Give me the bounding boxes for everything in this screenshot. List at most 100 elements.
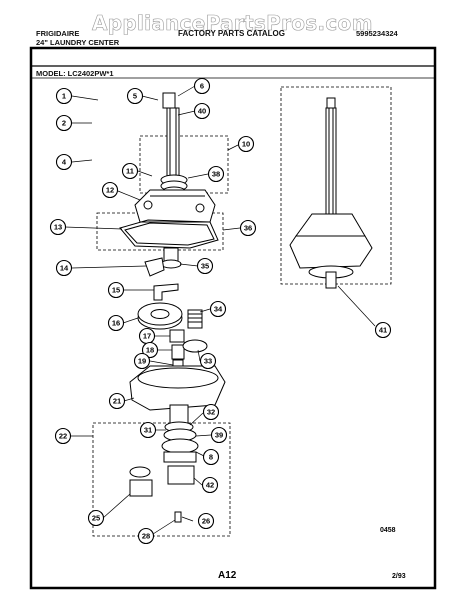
footer-page: A12	[218, 570, 237, 581]
callout-circle	[108, 392, 126, 410]
callout-number: 15	[112, 286, 120, 295]
callout-38: 38	[207, 165, 225, 183]
callout-10: 10	[237, 135, 255, 153]
watermark: AppliancePartsPros.com	[92, 11, 373, 36]
callout-number: 36	[244, 224, 252, 233]
callout-number: 19	[138, 357, 146, 366]
callout-22: 22	[54, 427, 72, 445]
callout-number: 39	[215, 431, 223, 440]
callout-circle	[55, 259, 73, 277]
callout-number: 8	[209, 453, 213, 462]
brand-label: FRIGIDAIRE	[36, 29, 80, 38]
callout-number: 25	[92, 514, 100, 523]
callout-circle	[141, 341, 159, 359]
callout-number: 12	[106, 186, 114, 195]
callout-number: 42	[206, 481, 214, 490]
callout-circle	[107, 314, 125, 332]
footer-date: 2/93	[392, 573, 406, 580]
callout-circle	[107, 281, 125, 299]
callout-number: 33	[204, 357, 212, 366]
callout-circle	[201, 476, 219, 494]
callout-number: 4	[62, 158, 67, 167]
callout-number: 10	[242, 140, 250, 149]
callout-19: 19	[133, 352, 151, 370]
group-box-10	[139, 135, 229, 194]
callout-circle	[237, 135, 255, 153]
callout-6: 6	[193, 77, 211, 95]
catalog-title: FACTORY PARTS CATALOG	[178, 29, 285, 38]
callout-circle	[87, 509, 105, 527]
callout-circle	[193, 102, 211, 120]
callout-40: 40	[193, 102, 211, 120]
model-label: MODEL: LC2402PW*1	[36, 69, 114, 78]
callout-number: 17	[143, 332, 151, 341]
callout-circle	[210, 426, 228, 444]
callout-5: 5	[126, 87, 144, 105]
callout-13: 13	[49, 218, 67, 236]
callout-circle	[209, 300, 227, 318]
callout-number: 38	[212, 170, 220, 179]
callout-number: 28	[142, 532, 150, 541]
callout-28: 28	[137, 527, 155, 545]
callout-2: 2	[55, 114, 73, 132]
callout-number: 11	[126, 167, 134, 176]
callout-circle	[196, 257, 214, 275]
callout-number: 26	[202, 517, 210, 526]
callout-8: 8	[202, 448, 220, 466]
callout-number: 32	[207, 408, 215, 417]
callout-14: 14	[55, 259, 73, 277]
callout-number: 16	[112, 319, 120, 328]
callout-circle	[55, 114, 73, 132]
callout-42: 42	[201, 476, 219, 494]
callout-11: 11	[121, 162, 139, 180]
callout-number: 41	[379, 326, 387, 335]
callout-circle	[133, 352, 151, 370]
callout-32: 32	[202, 403, 220, 421]
callout-number: 1	[62, 92, 66, 101]
callout-circle	[193, 77, 211, 95]
callout-number: 14	[60, 264, 69, 273]
callout-number: 35	[201, 262, 209, 271]
product-label: 24" LAUNDRY CENTER	[36, 38, 120, 47]
callout-number: 5	[133, 92, 137, 101]
callout-16: 16	[107, 314, 125, 332]
callout-circle	[202, 448, 220, 466]
callout-21: 21	[108, 392, 126, 410]
callout-number: 21	[113, 397, 121, 406]
callout-circle	[199, 352, 217, 370]
callout-4: 4	[55, 153, 73, 171]
callout-18: 18	[141, 341, 159, 359]
callout-33: 33	[199, 352, 217, 370]
callout-number: 31	[144, 426, 152, 435]
callout-1: 1	[55, 87, 73, 105]
callout-31: 31	[139, 421, 157, 439]
callout-circle	[202, 403, 220, 421]
callout-number: 34	[214, 305, 223, 314]
callout-circle	[121, 162, 139, 180]
callout-circle	[55, 153, 73, 171]
callout-35: 35	[196, 257, 214, 275]
callout-circle	[101, 181, 119, 199]
callout-number: 2	[62, 119, 66, 128]
doc-number: 5995234324	[356, 29, 398, 38]
callout-39: 39	[210, 426, 228, 444]
callout-circle	[54, 427, 72, 445]
callout-circle	[137, 527, 155, 545]
callout-circle	[126, 87, 144, 105]
callout-12: 12	[101, 181, 119, 199]
callout-circle	[207, 165, 225, 183]
callout-17: 17	[138, 327, 156, 345]
callout-15: 15	[107, 281, 125, 299]
callout-circle	[239, 219, 257, 237]
callout-number: 22	[59, 432, 67, 441]
callout-34: 34	[209, 300, 227, 318]
callout-circle	[139, 421, 157, 439]
callout-circle	[374, 321, 392, 339]
callout-number: 40	[198, 107, 206, 116]
callout-25: 25	[87, 509, 105, 527]
callout-41: 41	[374, 321, 392, 339]
callout-number: 18	[146, 346, 154, 355]
callout-number: 13	[54, 223, 62, 232]
